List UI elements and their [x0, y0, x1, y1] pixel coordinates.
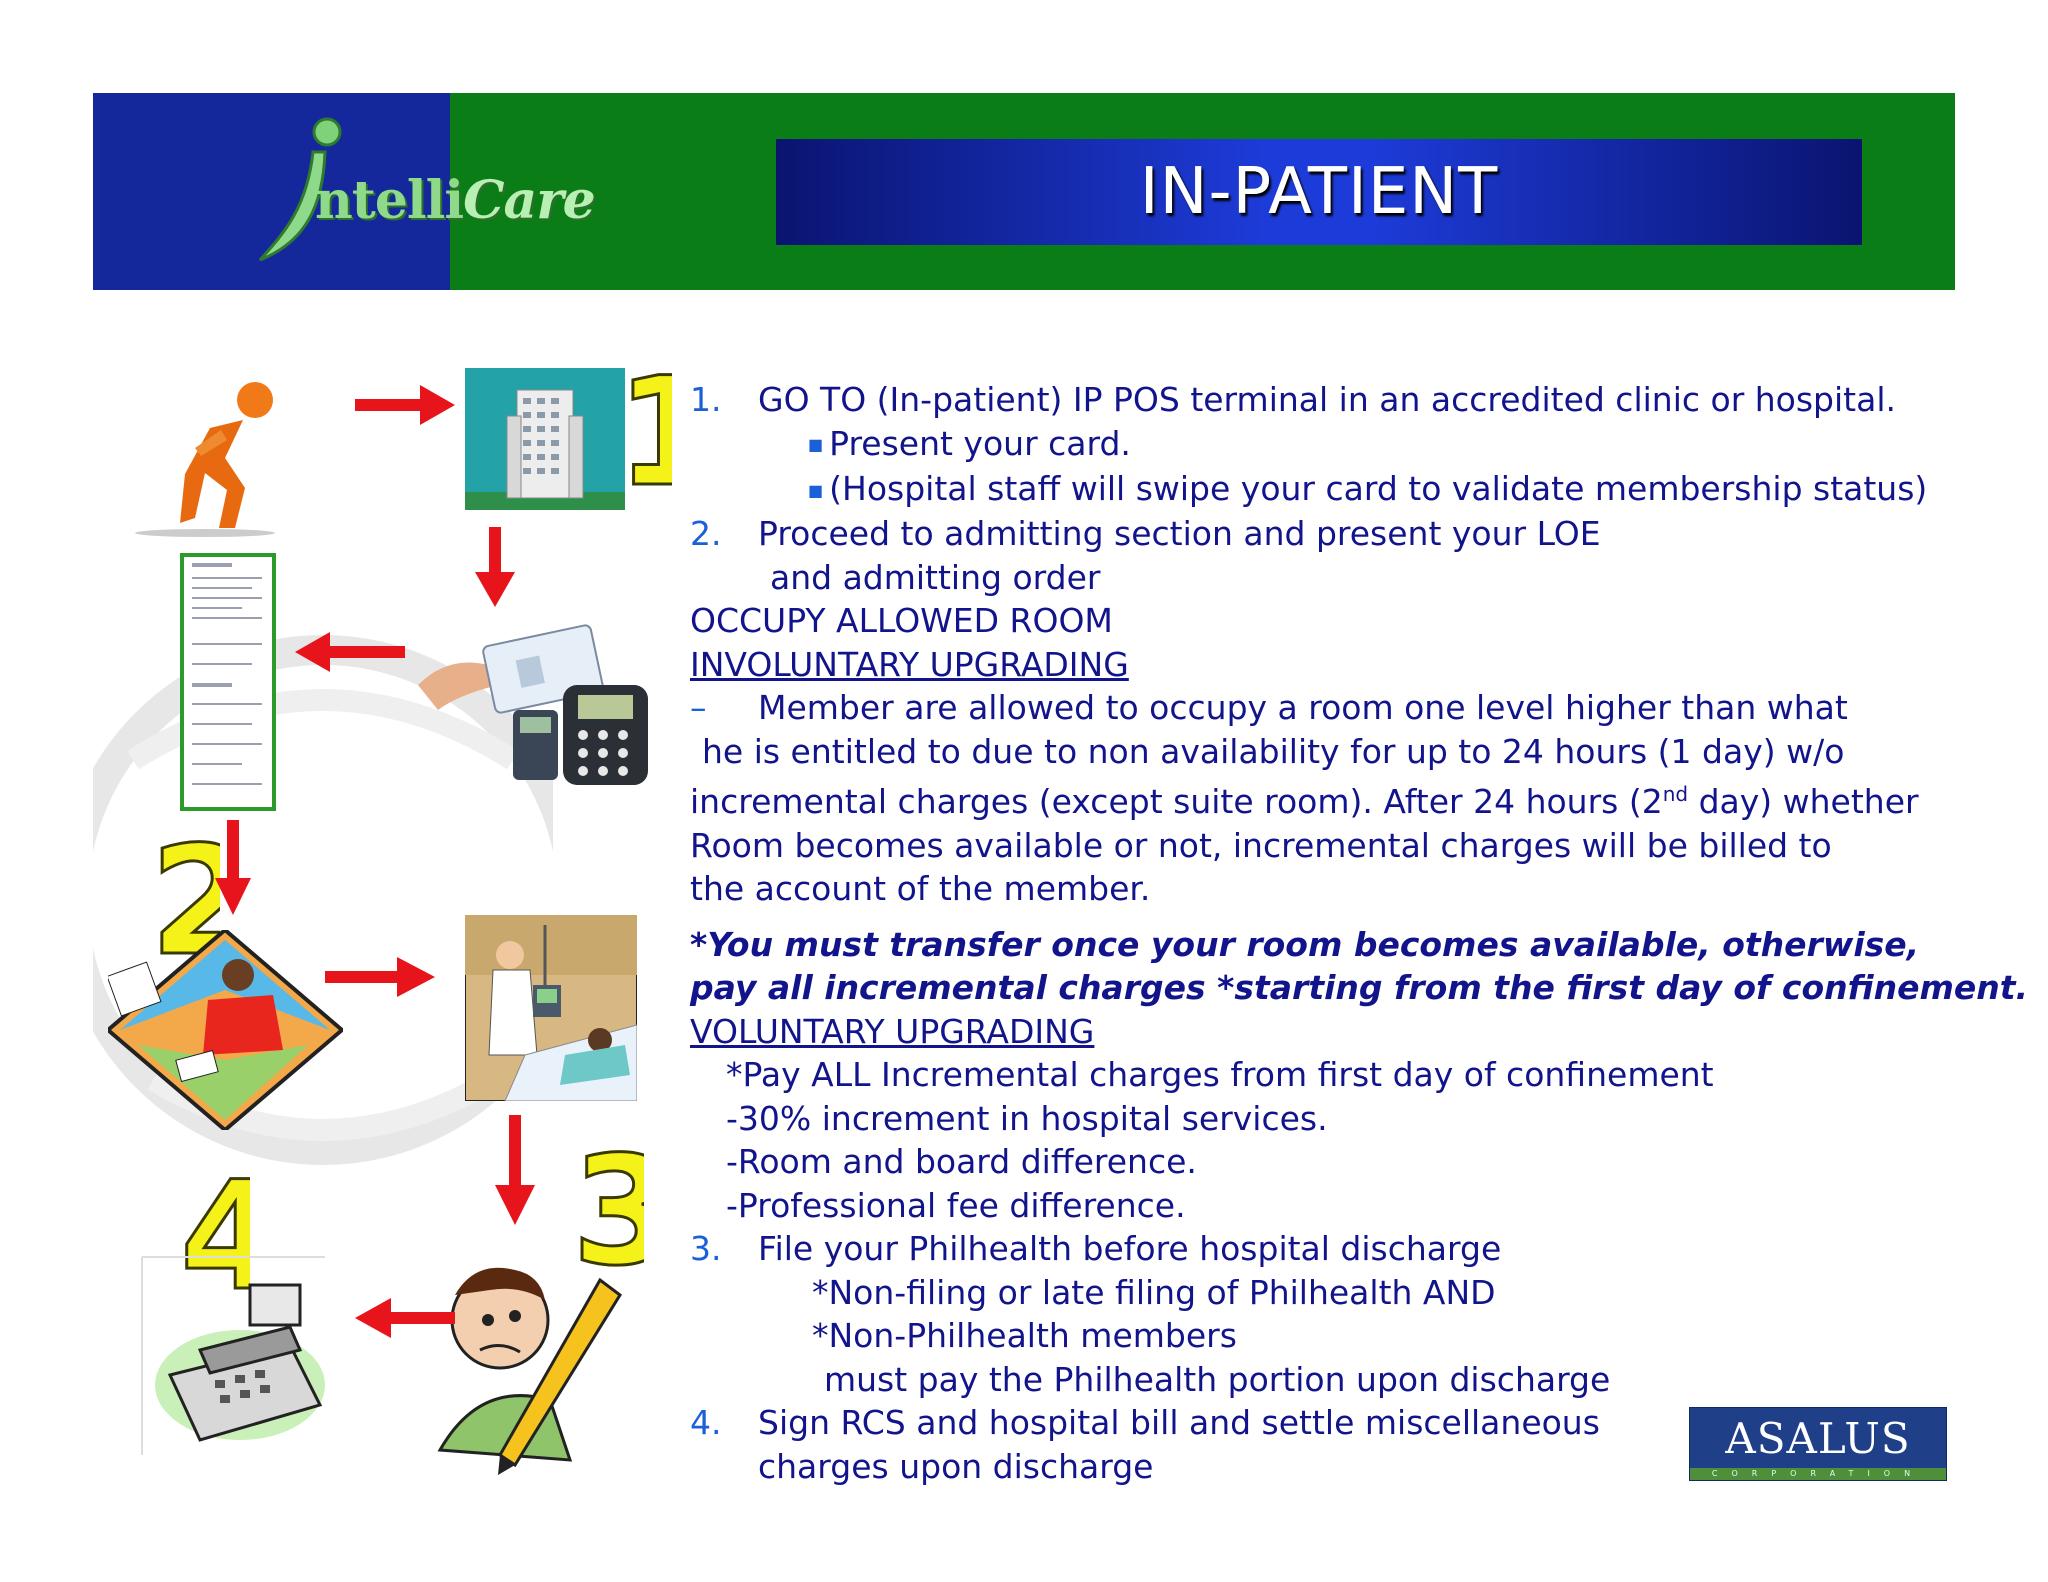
- step-3-number: 3: [572, 1145, 644, 1271]
- voluntary-upgrading-heading: VOLUNTARY UPGRADING: [690, 1011, 1095, 1051]
- asalus-logo-text: ASALUS: [1725, 1414, 1911, 1463]
- voluntary-line-3: -Room and board difference.: [726, 1142, 1197, 1181]
- arrow-left-1: [295, 632, 405, 672]
- arrow-right-2: [325, 957, 435, 997]
- page-title: IN-PATIENT: [1139, 155, 1499, 229]
- svg-text:4: 4: [180, 1170, 250, 1296]
- nurse-patient-icon: [465, 915, 637, 1101]
- transfer-note-line-2: pay all incremental charges *starting fr…: [690, 968, 2029, 1007]
- involuntary-line-5: the account of the member.: [690, 869, 1151, 908]
- voluntary-line-4: -Professional fee difference.: [726, 1185, 1186, 1225]
- step-2-number: 2: [150, 835, 220, 960]
- intellicare-logo-icon: [258, 117, 342, 262]
- medilink-slip-icon: [180, 553, 276, 811]
- involuntary-line-1: –Member are allowed to occupy a room one…: [690, 688, 1848, 727]
- instructions-text-block: 1. GO TO (In-patient) IP POS terminal in …: [690, 378, 2029, 1488]
- title-banner: IN-PATIENT: [776, 139, 1862, 245]
- step-3-line: 3. File your Philhealth before hospital d…: [690, 1227, 1990, 1271]
- step-2-text: Proceed to admitting section and present…: [758, 514, 1601, 553]
- voluntary-line-1: *Pay ALL Incremental charges from first …: [726, 1055, 1714, 1094]
- involuntary-upgrading-heading: INVOLUNTARY UPGRADING: [690, 644, 1129, 684]
- step-4-number-label: 4.: [690, 1403, 722, 1442]
- hospital-building-icon: [465, 368, 625, 510]
- step-1-number-label: 1.: [690, 380, 722, 419]
- arrow-down-2: [215, 820, 251, 915]
- step-4-line: 4. Sign RCS and hospital bill and settle …: [690, 1401, 1990, 1445]
- walking-person-icon: [135, 382, 275, 537]
- step-4-number: 4: [180, 1170, 250, 1296]
- step-3-sub-3: must pay the Philhealth portion upon dis…: [824, 1359, 1611, 1399]
- step-3-sub-2: *Non-Philhealth members: [812, 1316, 1237, 1355]
- svg-text:2: 2: [150, 835, 220, 960]
- step-1-number: 1: [615, 366, 673, 494]
- cartoon-man-pencil-icon: [437, 1267, 622, 1475]
- square-bullet-icon: ■: [808, 480, 824, 500]
- step-2-line: 2. Proceed to admitting section and prese…: [690, 512, 1990, 556]
- step-3-sub-1: *Non-filing or late filing of Philhealth…: [812, 1272, 1496, 1312]
- step-1-sub-1: ■Present your card.: [808, 423, 1131, 463]
- header-logo-panel: [93, 93, 450, 290]
- asalus-logo-subtext: CORPORATION: [1690, 1468, 1946, 1480]
- step-4-text: Sign RCS and hospital bill and settle mi…: [758, 1403, 1600, 1442]
- step-1-line: 1. GO TO (In-patient) IP POS terminal in …: [690, 378, 1990, 422]
- step-3-text: File your Philhealth before hospital dis…: [758, 1229, 1502, 1268]
- step-1-sub-2: ■(Hospital staff will swipe your card to…: [808, 468, 1928, 508]
- card-swipe-terminal-icon: [418, 624, 648, 785]
- square-bullet-icon: ■: [808, 435, 824, 455]
- step-4-text-cont: charges upon discharge: [758, 1446, 1154, 1486]
- asalus-logo: ASALUS CORPORATION: [1689, 1407, 1947, 1481]
- svg-text:3: 3: [572, 1145, 644, 1271]
- cash-register-icon: [141, 1256, 325, 1455]
- svg-text:1: 1: [616, 366, 672, 494]
- transfer-note-line-1: *You must transfer once your room become…: [690, 924, 1920, 964]
- voluntary-line-2: -30% increment in hospital services.: [726, 1098, 1328, 1138]
- step-2-text-cont: and admitting order: [770, 557, 1101, 597]
- arrow-down-1: [475, 527, 515, 607]
- intellicare-logo-text: ntelliCare: [315, 170, 596, 231]
- step-3-number-label: 3.: [690, 1229, 722, 1268]
- step-1-text: GO TO (In-patient) IP POS terminal in an…: [758, 380, 1896, 419]
- involuntary-line-2: he is entitled to due to non availabilit…: [702, 731, 1845, 771]
- involuntary-line-4: Room becomes available or not, increment…: [690, 825, 1832, 865]
- arrow-left-2: [355, 1298, 455, 1338]
- step-2-number-label: 2.: [690, 514, 722, 553]
- admitting-desk-icon: [108, 930, 343, 1130]
- arrow-right-1: [355, 385, 455, 425]
- arrow-down-3: [495, 1115, 535, 1225]
- occupy-room-heading: OCCUPY ALLOWED ROOM: [690, 601, 1113, 640]
- involuntary-line-3: incremental charges (except suite room).…: [690, 782, 1919, 821]
